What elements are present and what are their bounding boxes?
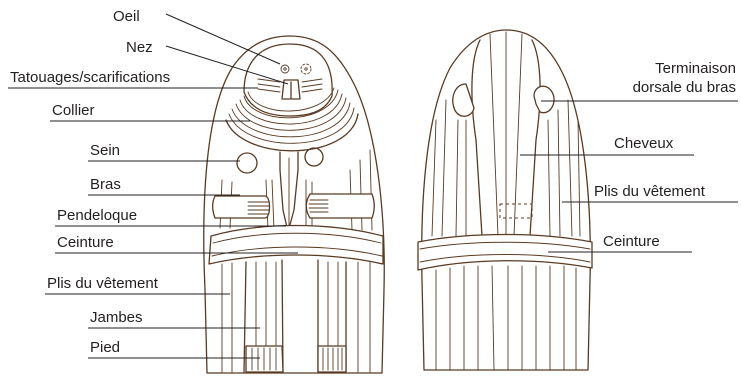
right-breast bbox=[304, 147, 324, 167]
label-ceinture-right: Ceinture bbox=[603, 233, 660, 250]
front-tattoos bbox=[257, 78, 323, 93]
back-dashed-detail bbox=[499, 203, 533, 219]
front-feet bbox=[245, 345, 347, 373]
label-terminaison-line1: Terminaison bbox=[655, 60, 736, 77]
back-left-arm-end bbox=[452, 83, 475, 117]
label-bras: Bras bbox=[90, 176, 121, 193]
left-labels: Oeil Nez Tatouages/scarifications Collie… bbox=[8, 8, 298, 359]
back-hair bbox=[471, 31, 541, 237]
label-nez: Nez bbox=[126, 39, 153, 56]
label-pendeloque: Pendeloque bbox=[57, 207, 137, 224]
front-body-outline bbox=[203, 35, 385, 374]
left-eye-icon bbox=[280, 64, 290, 74]
label-sein: Sein bbox=[90, 142, 120, 159]
front-left-fingers bbox=[247, 201, 270, 215]
front-necklace bbox=[225, 87, 359, 152]
label-collier: Collier bbox=[52, 102, 95, 119]
label-cheveux: Cheveux bbox=[614, 135, 674, 152]
back-lower-folds bbox=[435, 265, 577, 371]
label-plis: Plis du vêtement bbox=[47, 275, 159, 292]
label-pied: Pied bbox=[90, 339, 120, 356]
back-body-outline bbox=[421, 29, 591, 371]
back-folds bbox=[431, 99, 581, 237]
label-ceinture: Ceinture bbox=[57, 234, 114, 251]
back-figurine bbox=[417, 29, 593, 371]
front-nose bbox=[281, 79, 301, 100]
right-eye-icon bbox=[300, 63, 312, 75]
front-left-arm bbox=[212, 195, 271, 219]
leader-nez bbox=[165, 45, 289, 85]
front-eyes bbox=[280, 63, 312, 75]
left-pupil bbox=[283, 67, 287, 71]
right-labels: Terminaison dorsale du bras Cheveux Plis… bbox=[520, 60, 738, 253]
label-jambes: Jambes bbox=[90, 309, 143, 326]
right-pupil bbox=[304, 67, 308, 71]
left-breast bbox=[236, 152, 258, 174]
label-plis-right: Plis du vêtement bbox=[594, 183, 706, 200]
front-right-fingers bbox=[308, 199, 329, 213]
label-terminaison-line2: dorsale du bras bbox=[633, 79, 736, 96]
label-oeil: Oeil bbox=[113, 8, 140, 25]
front-legs bbox=[221, 259, 371, 373]
front-belt bbox=[208, 224, 384, 265]
leader-oeil bbox=[165, 13, 281, 65]
front-figurine bbox=[203, 35, 385, 374]
front-right-arm bbox=[305, 193, 375, 219]
front-head bbox=[243, 43, 333, 117]
back-right-arm-end bbox=[533, 85, 555, 114]
label-tatouages: Tatouages/scarifications bbox=[10, 69, 170, 86]
